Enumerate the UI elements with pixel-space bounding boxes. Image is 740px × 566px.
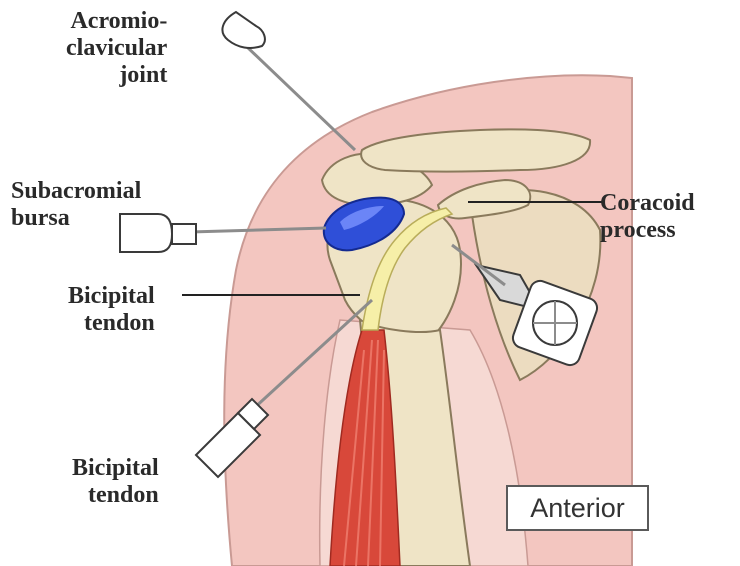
- label-subacromial-bursa: Subacromial bursa: [11, 178, 141, 232]
- label-line: joint: [66, 62, 167, 89]
- label-line: Acromio-: [66, 8, 167, 35]
- label-line: process: [600, 217, 695, 244]
- label-bicipital-tendon-upper: Bicipital tendon: [68, 283, 155, 337]
- view-label-box: Anterior: [506, 485, 649, 531]
- label-acromioclavicular-joint: Acromio- clavicular joint: [66, 8, 167, 89]
- label-line: tendon: [72, 482, 159, 509]
- label-line: clavicular: [66, 35, 167, 62]
- ac-needle: [245, 45, 355, 150]
- label-coracoid-process: Coracoid process: [600, 190, 695, 244]
- ac-syringe-handle: [222, 12, 264, 48]
- label-line: Bicipital: [72, 455, 159, 482]
- label-line: tendon: [68, 310, 155, 337]
- label-line: Subacromial: [11, 178, 141, 205]
- label-bicipital-tendon-lower: Bicipital tendon: [72, 455, 159, 509]
- label-line: Bicipital: [68, 283, 155, 310]
- label-line: bursa: [11, 205, 141, 232]
- label-line: Coracoid: [600, 190, 695, 217]
